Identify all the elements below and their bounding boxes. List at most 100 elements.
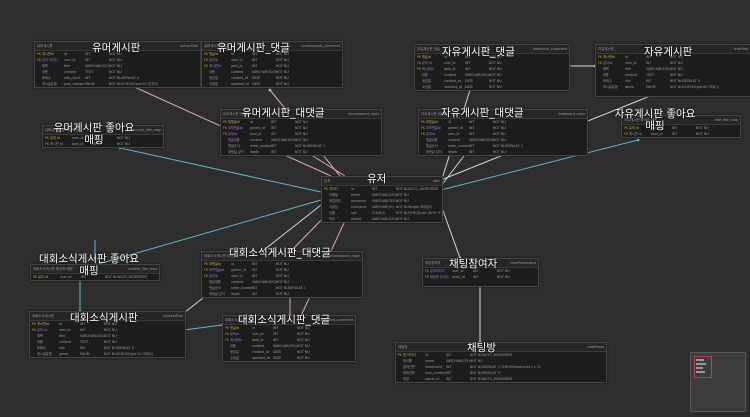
minimap[interactable]	[690, 352, 746, 412]
relationship-line[interactable]	[183, 324, 223, 331]
relationship-line[interactable]	[119, 147, 322, 193]
table-column-row[interactable]	[596, 90, 750, 96]
table-column-row[interactable]	[423, 280, 538, 286]
relationship-line[interactable]	[440, 204, 461, 259]
relationship-line[interactable]	[94, 199, 322, 266]
minimap-viewport[interactable]	[694, 356, 712, 378]
relationship-line[interactable]	[440, 139, 639, 191]
